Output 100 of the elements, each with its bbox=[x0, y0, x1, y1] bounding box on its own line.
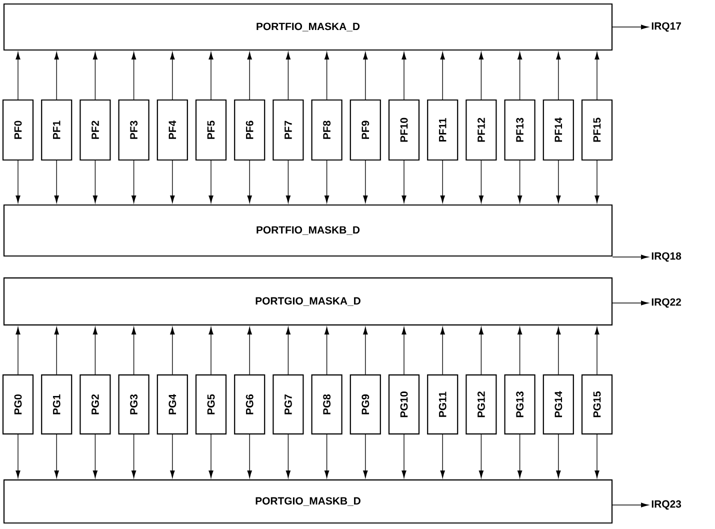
pin-box: PG1 bbox=[41, 374, 72, 435]
pin-box: PG6 bbox=[234, 374, 266, 435]
pin-box: PF7 bbox=[272, 99, 304, 161]
arrow bbox=[247, 52, 252, 100]
interrupt-label: IRQ18 bbox=[652, 252, 682, 262]
arrow bbox=[594, 327, 600, 375]
arrow bbox=[363, 160, 368, 203]
arrow bbox=[440, 434, 445, 478]
pin-box: PF4 bbox=[156, 99, 188, 161]
arrow bbox=[594, 160, 600, 203]
arrow bbox=[478, 327, 484, 375]
pin-box: PF6 bbox=[234, 99, 266, 161]
arrow bbox=[208, 52, 214, 100]
pin-box: PF1 bbox=[41, 99, 72, 161]
pin-box: PG14 bbox=[542, 374, 574, 435]
register-box: PORTFIO_MASKA_D bbox=[3, 3, 613, 51]
pin-box: PF0 bbox=[2, 99, 34, 161]
arrow bbox=[518, 160, 522, 203]
pin-box: PG13 bbox=[504, 374, 536, 435]
arrow bbox=[286, 52, 291, 100]
pin-box: PG2 bbox=[80, 374, 111, 435]
arrow bbox=[92, 434, 98, 478]
arrow bbox=[16, 327, 20, 375]
arrow bbox=[247, 160, 252, 203]
arrow bbox=[363, 327, 368, 375]
arrow bbox=[92, 327, 98, 375]
arrow bbox=[612, 502, 648, 508]
arrow bbox=[402, 434, 406, 478]
arrow bbox=[208, 327, 214, 375]
interrupt-label: IRQ23 bbox=[652, 500, 682, 510]
arrow bbox=[324, 434, 330, 478]
arrow bbox=[440, 52, 445, 100]
arrow bbox=[170, 434, 175, 478]
arrow bbox=[54, 327, 59, 375]
pin-box: PF14 bbox=[542, 99, 574, 161]
arrow bbox=[286, 327, 291, 375]
arrow bbox=[440, 160, 445, 203]
arrow bbox=[247, 327, 252, 375]
arrow bbox=[402, 327, 406, 375]
arrow bbox=[518, 434, 522, 478]
pin-box: PF2 bbox=[80, 99, 111, 161]
arrow bbox=[247, 434, 252, 478]
pin-box: PG11 bbox=[427, 374, 458, 435]
arrow bbox=[324, 327, 330, 375]
arrow bbox=[478, 160, 484, 203]
register-box: PORTGIO_MASKA_D bbox=[3, 277, 613, 326]
arrow bbox=[594, 434, 600, 478]
arrow bbox=[132, 160, 136, 203]
arrow bbox=[556, 52, 561, 100]
pin-box: PG3 bbox=[118, 374, 150, 435]
arrow bbox=[556, 434, 561, 478]
register-box: PORTGIO_MASKB_D bbox=[3, 479, 613, 524]
arrow bbox=[612, 300, 648, 306]
arrow bbox=[170, 327, 175, 375]
arrow bbox=[402, 160, 406, 203]
arrow bbox=[16, 160, 20, 203]
arrow bbox=[518, 327, 522, 375]
arrow bbox=[478, 52, 484, 100]
arrow bbox=[363, 434, 368, 478]
pin-box: PF3 bbox=[118, 99, 150, 161]
arrow bbox=[208, 160, 214, 203]
interrupt-label: IRQ17 bbox=[652, 22, 681, 32]
arrow bbox=[132, 434, 136, 478]
arrow bbox=[518, 52, 522, 100]
pin-box: PF5 bbox=[195, 99, 227, 161]
arrow bbox=[612, 254, 648, 260]
pin-box: PF12 bbox=[466, 99, 497, 161]
pin-box: PG12 bbox=[466, 374, 497, 435]
pin-box: PG15 bbox=[581, 374, 613, 435]
arrow bbox=[54, 160, 59, 203]
pin-box: PG7 bbox=[272, 374, 304, 435]
arrow bbox=[324, 52, 330, 100]
pin-box: PF11 bbox=[427, 99, 458, 161]
arrow bbox=[402, 52, 406, 100]
arrow bbox=[612, 24, 648, 30]
arrow bbox=[16, 434, 20, 478]
pin-box: PF13 bbox=[504, 99, 536, 161]
arrow bbox=[556, 327, 561, 375]
arrow bbox=[478, 434, 484, 478]
arrow bbox=[132, 52, 136, 100]
arrow bbox=[208, 434, 214, 478]
arrow bbox=[286, 160, 291, 203]
arrow bbox=[286, 434, 291, 478]
interrupt-label: IRQ22 bbox=[652, 298, 681, 308]
arrow bbox=[132, 327, 136, 375]
pin-box: PG5 bbox=[195, 374, 227, 435]
register-box: PORTFIO_MASKB_D bbox=[3, 204, 613, 257]
arrow bbox=[556, 160, 561, 203]
pin-box: PG8 bbox=[311, 374, 342, 435]
pin-box: PG9 bbox=[350, 374, 381, 435]
arrow bbox=[16, 52, 20, 100]
arrow bbox=[594, 52, 600, 100]
arrow bbox=[92, 160, 98, 203]
arrow bbox=[324, 160, 330, 203]
pin-box: PF10 bbox=[388, 99, 420, 161]
arrow bbox=[440, 327, 445, 375]
pin-box: PF15 bbox=[581, 99, 613, 161]
arrow bbox=[54, 52, 59, 100]
arrow bbox=[92, 52, 98, 100]
arrow bbox=[170, 160, 175, 203]
